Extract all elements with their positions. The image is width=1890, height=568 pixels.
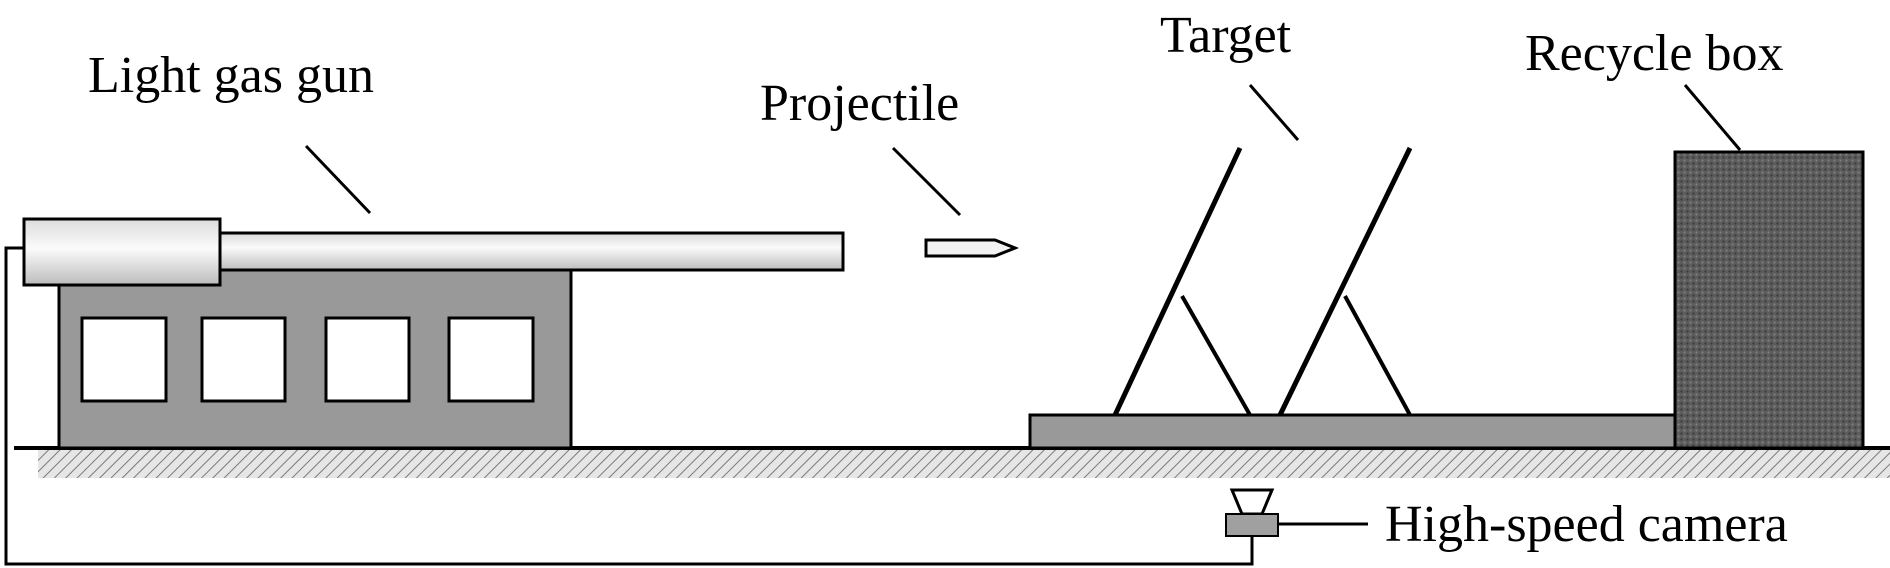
projectile [924, 238, 1020, 258]
gun-window-4 [447, 316, 535, 403]
camera-lens [1229, 488, 1275, 516]
gun-window-1 [80, 316, 168, 403]
gun-window-3 [324, 316, 411, 403]
trigger-wire [4, 246, 1254, 566]
recycle-box-label: Recycle box [1525, 25, 1783, 82]
target-plate-1 [1112, 146, 1243, 417]
gun-leader-line [304, 144, 372, 215]
target-assembly [1028, 146, 1677, 450]
camera-label: High-speed camera [1385, 496, 1788, 553]
gun-label: Light gas gun [88, 47, 374, 104]
high-speed-camera [1225, 488, 1279, 537]
target-leader-line [1248, 84, 1300, 141]
recycle-box-leader-line [1683, 84, 1742, 151]
gun-barrel [218, 231, 845, 272]
target-support-2 [1343, 295, 1412, 416]
target-platform [1028, 413, 1677, 450]
gun-chamber [22, 217, 222, 287]
target-support-1 [1180, 295, 1252, 416]
target-plate-2 [1277, 146, 1413, 417]
projectile-label: Projectile [760, 75, 959, 132]
gun-window-2 [200, 316, 287, 403]
target-label: Target [1160, 7, 1292, 64]
projectile-leader-line [891, 146, 962, 217]
light-gas-gun [22, 217, 845, 450]
camera-body [1225, 513, 1279, 537]
recycle-box [1673, 150, 1865, 450]
ground-hatch [38, 448, 1890, 478]
